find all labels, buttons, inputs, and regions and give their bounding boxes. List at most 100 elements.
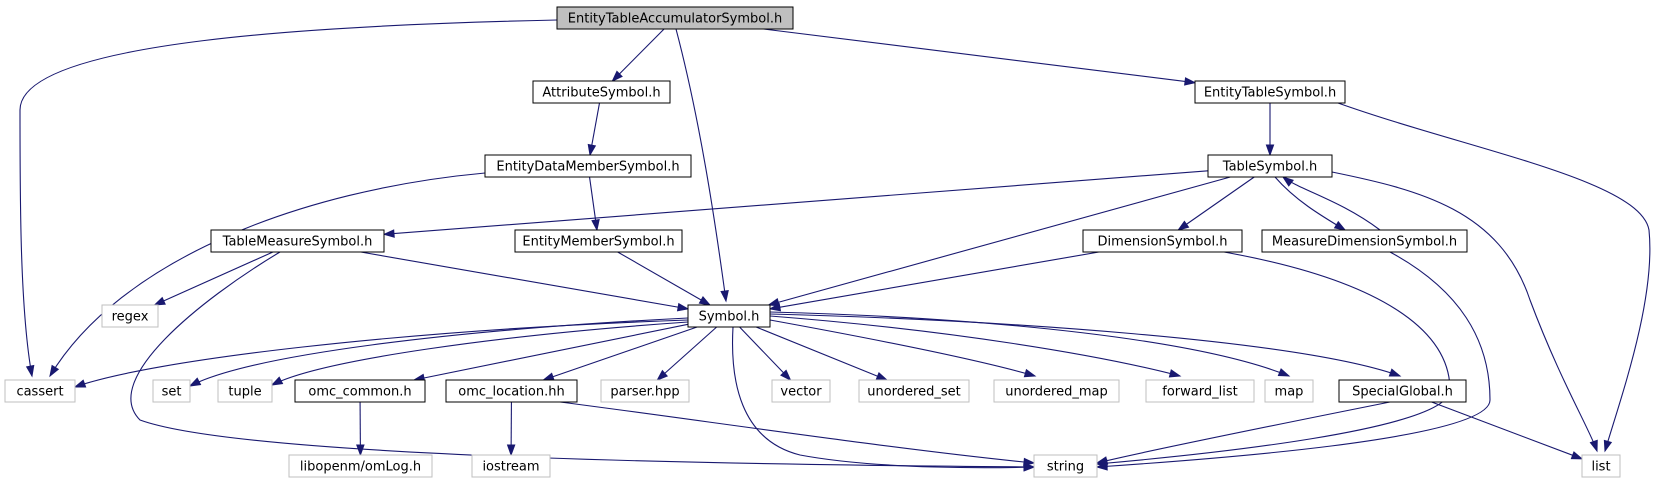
edge-line — [360, 251, 689, 310]
node-list: list — [1581, 454, 1621, 478]
edge-line — [769, 315, 1181, 377]
edge-symbol-h-to-unordered-map — [769, 319, 1037, 378]
edge-entitydatamembersymbol-h-to-cassert — [49, 172, 486, 378]
arrowhead — [153, 296, 166, 306]
arrowhead — [25, 364, 35, 378]
edge-tablesymbol-h-to-symbol-h — [767, 176, 1231, 307]
edge-entitymembersymbol-h-to-symbol-h — [617, 251, 712, 306]
node-box — [1033, 454, 1098, 478]
node-label: regex — [112, 310, 149, 325]
node-dimensionsymbol-h[interactable]: DimensionSymbol.h — [1082, 229, 1243, 253]
edge-measuredimensionsymbol-h-to-tablesymbol-h — [1281, 176, 1381, 231]
arrowhead — [270, 376, 284, 386]
node-label: DimensionSymbol.h — [1098, 235, 1228, 250]
node-forward-list: forward_list — [1145, 379, 1255, 403]
node-attributesymbol-h[interactable]: AttributeSymbol.h — [532, 80, 671, 104]
node-specialglobal-h[interactable]: SpecialGlobal.h — [1338, 379, 1467, 403]
node-libopenm-omlog-h: libopenm/omLog.h — [288, 454, 433, 478]
node-label: EntityTableSymbol.h — [1204, 86, 1336, 101]
node-label: vector — [780, 385, 822, 400]
arrowhead — [656, 369, 669, 381]
arrowhead — [768, 302, 782, 312]
arrowhead — [587, 143, 597, 157]
node-label: cassert — [16, 385, 63, 400]
edge-line — [1096, 251, 1451, 465]
edge-entitytablesymbol-h-to-list — [1337, 102, 1651, 453]
arrowhead — [698, 296, 712, 306]
edge-entitytablesymbol-h-to-tablesymbol-h — [1265, 103, 1275, 157]
node-map: map — [1264, 379, 1314, 403]
node-box — [210, 229, 385, 253]
arrowhead — [1177, 220, 1190, 231]
edge-tablemeasuresymbol-h-to-symbol-h — [360, 251, 690, 312]
arrowhead — [875, 372, 889, 381]
node-box — [858, 379, 970, 403]
node-box — [4, 379, 76, 403]
node-entitytablesymbol-h[interactable]: EntityTableSymbol.h — [1194, 80, 1346, 104]
arrowhead — [73, 379, 87, 388]
edge-symbol-h-to-string — [732, 326, 1036, 472]
edge-tablesymbol-h-to-dimensionsymbol-h — [1177, 176, 1255, 231]
node-regex: regex — [101, 304, 159, 328]
arrowhead — [676, 302, 690, 312]
arrowhead — [188, 377, 202, 387]
edge-symbol-h-to-set — [188, 317, 689, 387]
node-box — [532, 80, 671, 104]
edge-line — [675, 28, 727, 302]
edge-omc-location-hh-to-iostream — [506, 401, 516, 457]
edge-line — [1177, 176, 1255, 231]
node-label: iostream — [482, 460, 539, 475]
node-box — [484, 154, 692, 178]
node-layer: EntityTableAccumulatorSymbol.hAttributeS… — [4, 6, 1621, 478]
edge-measuredimensionsymbol-h-to-string — [1095, 251, 1491, 471]
node-entitymembersymbol-h[interactable]: EntityMemberSymbol.h — [514, 229, 683, 253]
edge-line — [559, 401, 1035, 464]
edge-line — [1096, 251, 1491, 468]
node-box — [1581, 454, 1621, 478]
edge-tablemeasuresymbol-h-to-regex — [153, 251, 274, 306]
edge-dimensionsymbol-h-to-symbol-h — [768, 251, 1100, 312]
edge-line — [1337, 102, 1651, 452]
edge-line — [768, 176, 1231, 306]
arrowhead — [1023, 457, 1036, 467]
arrowhead — [1184, 77, 1197, 86]
node-entitytableaccumulatorsymbol-h[interactable]: EntityTableAccumulatorSymbol.h — [556, 6, 794, 30]
edge-dimensionsymbol-h-to-string — [1095, 251, 1451, 468]
node-tablemeasuresymbol-h[interactable]: TableMeasureSymbol.h — [210, 229, 385, 253]
edge-line — [1431, 401, 1583, 460]
arrowhead — [767, 298, 780, 307]
node-measuredimensionsymbol-h[interactable]: MeasureDimensionSymbol.h — [1261, 229, 1468, 253]
edge-line — [49, 172, 486, 377]
arrowhead — [49, 364, 60, 378]
edge-symbol-h-to-cassert — [73, 319, 689, 388]
edge-tablesymbol-h-to-measuredimensionsymbol-h — [1274, 176, 1347, 231]
node-tablesymbol-h[interactable]: TableSymbol.h — [1207, 154, 1333, 178]
edge-line — [1331, 171, 1598, 452]
node-label: string — [1047, 460, 1084, 475]
edge-symbol-h-to-tuple — [270, 321, 689, 386]
node-omc-location-hh[interactable]: omc_location.hh — [445, 379, 578, 403]
node-entitydatamembersymbol-h[interactable]: EntityDataMemberSymbol.h — [484, 154, 692, 178]
edge-line — [739, 326, 791, 381]
edge-line — [154, 251, 274, 306]
arrowhead — [780, 369, 792, 382]
node-omc-common-h[interactable]: omc_common.h — [294, 379, 426, 403]
edge-line — [19, 19, 558, 377]
node-box — [1145, 379, 1255, 403]
node-label: set — [162, 385, 182, 400]
arrowhead — [382, 229, 395, 238]
node-label: list — [1591, 460, 1610, 475]
edge-entitytableaccumulatorsymbol-h-to-symbol-h — [675, 28, 729, 303]
edge-line — [656, 326, 718, 381]
node-box — [1338, 379, 1467, 403]
arrowhead — [1333, 220, 1347, 231]
arrowhead — [591, 219, 600, 232]
node-vector: vector — [771, 379, 831, 403]
node-symbol-h[interactable]: Symbol.h — [687, 304, 771, 328]
edge-omc-common-h-to-libopenm-omlog-h — [356, 401, 365, 457]
node-set: set — [152, 379, 191, 403]
node-label: EntityTableAccumulatorSymbol.h — [568, 12, 782, 27]
arrowhead — [1023, 462, 1036, 472]
node-label: EntityMemberSymbol.h — [522, 235, 674, 250]
